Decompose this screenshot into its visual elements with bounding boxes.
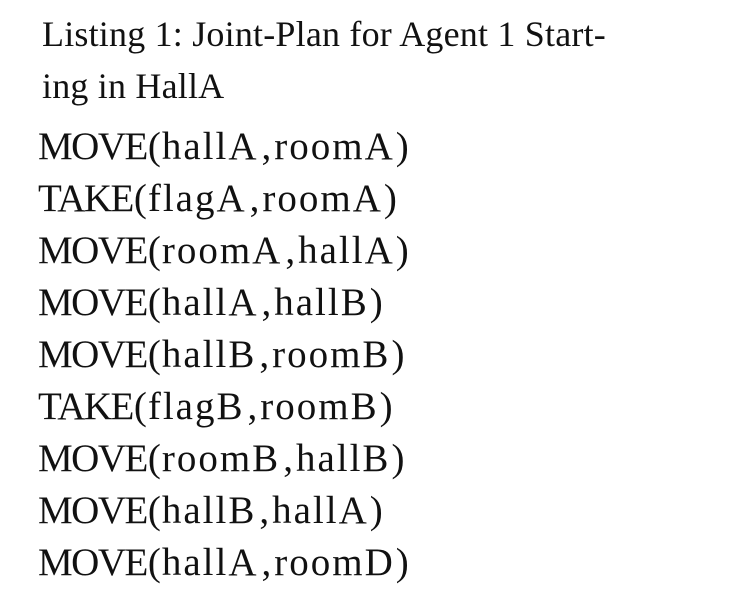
code-line: MOVE(hallA,roomD): [38, 537, 718, 589]
close-paren: ): [369, 281, 383, 324]
comma: ,: [283, 437, 293, 480]
open-paren: (: [147, 229, 161, 272]
comma: ,: [259, 333, 270, 376]
comma: ,: [285, 229, 296, 272]
code-listing: MOVE(hallA,roomA) TAKE(flagA,roomA) MOVE…: [38, 121, 718, 589]
argument-1: hallA: [161, 125, 259, 168]
close-paren: ): [395, 229, 409, 272]
open-paren: (: [147, 541, 161, 584]
argument-2: roomA: [274, 125, 395, 168]
argument-1: flagA: [147, 177, 247, 220]
command-name: MOVE: [38, 541, 148, 584]
argument-2: hallB: [274, 281, 369, 324]
code-line: TAKE(flagA,roomA): [38, 173, 718, 225]
argument-1: flagB: [147, 385, 245, 428]
argument-2: hallA: [272, 489, 369, 532]
comma: ,: [247, 385, 258, 428]
command-name: MOVE: [38, 125, 148, 168]
comma: ,: [261, 541, 272, 584]
command-name: TAKE: [38, 177, 134, 220]
command-name: MOVE: [38, 281, 148, 324]
open-paren: (: [147, 489, 161, 532]
command-name: MOVE: [38, 489, 148, 532]
open-paren: (: [133, 177, 147, 220]
comma: ,: [259, 489, 270, 532]
close-paren: ): [369, 489, 383, 532]
open-paren: (: [147, 125, 161, 168]
close-paren: ): [379, 385, 393, 428]
comma: ,: [261, 125, 272, 168]
argument-2: hallB: [295, 437, 391, 480]
code-line: MOVE(hallB,hallA): [38, 485, 718, 537]
close-paren: ): [391, 437, 405, 480]
argument-1: hallA: [161, 281, 259, 324]
open-paren: (: [133, 385, 147, 428]
argument-2: roomB: [260, 385, 379, 428]
argument-2: roomD: [274, 541, 395, 584]
close-paren: ): [391, 333, 405, 376]
command-name: MOVE: [38, 229, 148, 272]
open-paren: (: [147, 333, 161, 376]
code-line: MOVE(hallA,hallB): [38, 277, 718, 329]
close-paren: ): [383, 177, 397, 220]
argument-2: roomA: [262, 177, 383, 220]
close-paren: ): [395, 125, 409, 168]
argument-1: roomA: [161, 229, 283, 272]
argument-2: hallA: [298, 229, 395, 272]
code-line: MOVE(hallB,roomB): [38, 329, 718, 381]
code-line: TAKE(flagB,roomB): [38, 381, 718, 433]
argument-1: hallA: [161, 541, 259, 584]
close-paren: ): [395, 541, 409, 584]
argument-1: hallB: [161, 489, 257, 532]
code-line: MOVE(roomA,hallA): [38, 225, 718, 277]
listing-caption: Listing 1: Joint-Plan for Agent 1 Start-…: [42, 8, 722, 112]
comma: ,: [249, 177, 260, 220]
command-name: MOVE: [38, 437, 148, 480]
argument-1: hallB: [161, 333, 257, 376]
command-name: MOVE: [38, 333, 148, 376]
code-line: MOVE(roomB,hallB): [38, 433, 718, 485]
argument-2: roomB: [272, 333, 391, 376]
caption-line-2: ing in HallA: [42, 66, 225, 106]
caption-line-1: Listing 1: Joint-Plan for Agent 1 Start-: [42, 14, 606, 54]
argument-1: roomB: [161, 437, 281, 480]
command-name: TAKE: [38, 385, 134, 428]
code-line: MOVE(hallA,roomA): [38, 121, 718, 173]
comma: ,: [261, 281, 272, 324]
open-paren: (: [147, 437, 161, 480]
open-paren: (: [147, 281, 161, 324]
